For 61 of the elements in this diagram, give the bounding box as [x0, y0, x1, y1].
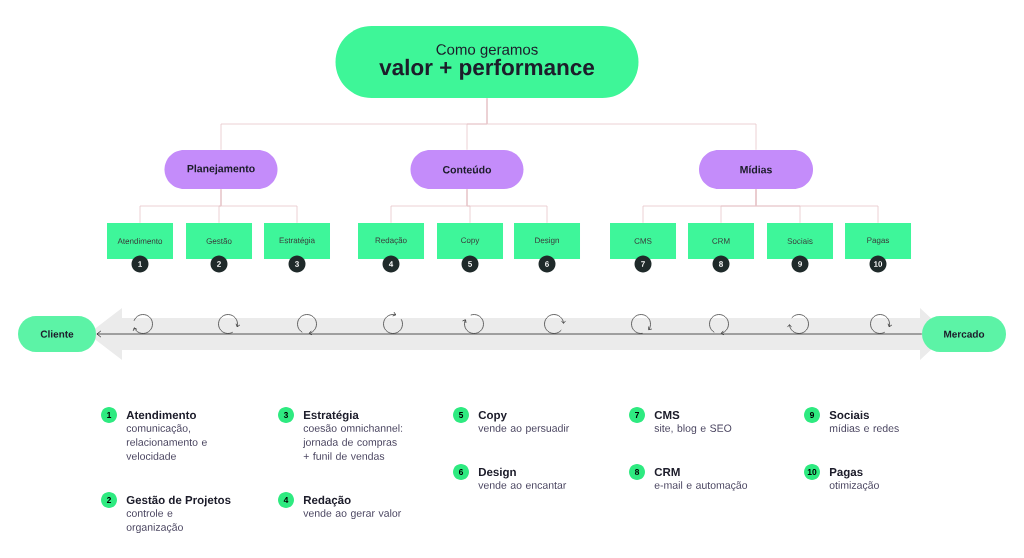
- title-pill: Como geramos valor + performance: [335, 26, 639, 98]
- number-badge: 10: [804, 464, 820, 480]
- item-description: vende ao encantar: [478, 481, 567, 489]
- service-box: Sociais: [767, 223, 833, 259]
- item-title: CRM: [654, 468, 680, 477]
- category-pill: Mídias: [699, 150, 813, 189]
- connector: [220, 188, 298, 224]
- number-badge: 4: [278, 492, 294, 508]
- service-box: Redação: [358, 223, 424, 259]
- number-badge: 7: [629, 407, 645, 423]
- item-title: Copy: [478, 411, 507, 422]
- item-title: Redação: [304, 495, 351, 507]
- item-description: vende ao gerar valor: [303, 509, 402, 519]
- number-badge: 9: [791, 255, 809, 273]
- number-badge: 6: [538, 255, 556, 273]
- item-title: Pagas: [830, 468, 863, 479]
- number-badge: 1: [131, 255, 149, 273]
- item-description: controle e organização: [126, 509, 183, 534]
- category-pill: Conteúdo: [410, 150, 524, 189]
- service-box: CRM: [688, 223, 754, 259]
- service-box: Design: [514, 223, 580, 259]
- number-badge: 6: [453, 464, 469, 480]
- item-description: site, blog e SEO: [654, 424, 732, 434]
- item-title: Design: [479, 467, 516, 479]
- number-badge: 5: [453, 407, 469, 423]
- number-badge: 5: [461, 255, 479, 273]
- item-description: comunicação, relacionamento e velocidade: [126, 424, 207, 460]
- item-description: e-mail e automação: [654, 481, 748, 492]
- item-title: CMS: [654, 411, 680, 420]
- number-badge: 4: [382, 255, 400, 273]
- item-description: coesão omnichannel: jornada de compras + funil de vendas: [302, 424, 403, 460]
- item-title: Sociais: [829, 410, 869, 420]
- item-description: vende ao persuadir: [478, 424, 570, 434]
- item-title: Atendimento: [126, 410, 197, 420]
- connector: [96, 330, 923, 338]
- item-title: Gestão de Projetos: [126, 495, 231, 507]
- number-badge: 3: [278, 407, 294, 423]
- item-description: mídias e redes: [829, 424, 899, 433]
- number-badge: 9: [804, 407, 820, 423]
- service-box: Gestão: [186, 223, 252, 259]
- number-badge: 3: [288, 255, 306, 273]
- number-badge: 10: [869, 255, 887, 273]
- number-badge: 8: [629, 464, 645, 480]
- connector: [755, 188, 879, 224]
- service-box: Copy: [437, 223, 503, 259]
- service-box: Pagas: [845, 223, 911, 259]
- endpoint-pill: Mercado: [922, 316, 1006, 352]
- category-pill: Planejamento: [164, 150, 278, 189]
- service-box: CMS: [610, 223, 676, 259]
- connector: [466, 188, 548, 224]
- item-title: Estratégia: [304, 410, 359, 422]
- connector: [486, 97, 757, 151]
- number-badge: 1: [101, 407, 117, 423]
- number-badge: 7: [634, 255, 652, 273]
- number-badge: 2: [101, 492, 117, 508]
- number-badge: 2: [210, 255, 228, 273]
- service-box: Atendimento: [107, 223, 173, 259]
- service-box: Estratégia: [264, 223, 330, 259]
- endpoint-pill: Cliente: [18, 316, 96, 352]
- item-description: otimização: [829, 481, 879, 492]
- number-badge: 8: [712, 255, 730, 273]
